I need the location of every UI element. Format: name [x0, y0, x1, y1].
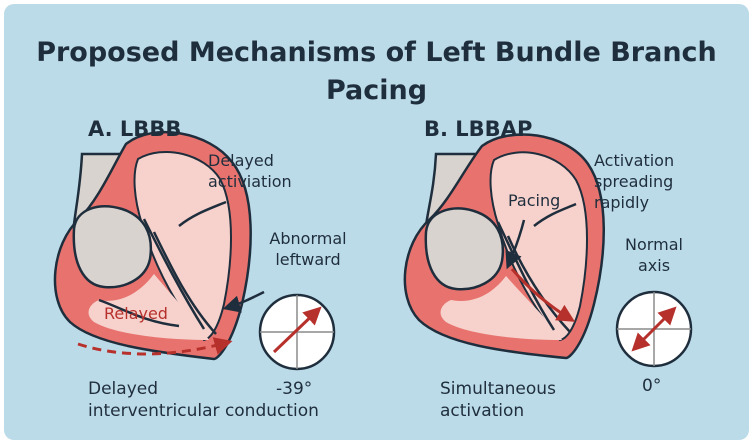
panel-a-relayed-label: Relayed: [104, 304, 168, 323]
heart-a: [53, 130, 265, 361]
panel-b-activation-line1: Activation: [594, 151, 675, 170]
heart-a-pointer-arrow: [222, 290, 265, 313]
panel-b-activation-line2: spreading: [594, 172, 674, 191]
diagram-frame: Proposed Mechanisms of Left Bundle Branc…: [4, 4, 749, 440]
panel-b-pacing-label: Pacing: [508, 191, 561, 210]
panel-a-bottom-line1: Delayed: [88, 379, 159, 399]
diagram-illustration: [53, 130, 693, 371]
panel-b-axis-value: 0°: [642, 376, 662, 396]
heart-a-fiber-3: [98, 298, 180, 328]
diagram-title-line2: Pacing: [325, 75, 428, 106]
panel-a-bottom-caption: Delayed interventricular conduction: [88, 378, 319, 422]
heart-b-fiber-2: [506, 235, 571, 333]
panel-b-bottom-line2: activation: [440, 401, 525, 421]
panel-b-normal-line1: Normal: [625, 235, 683, 254]
panel-a-delayed-activation-line2: activiation: [208, 172, 292, 191]
heart-b: [403, 133, 605, 360]
heart-b-fiber-1: [496, 221, 556, 331]
panel-a-axis-value: -39°: [276, 379, 313, 399]
panel-b-activation-label: Activation spreading rapidly: [594, 150, 674, 213]
panel-b-bottom-caption: Simultaneous activation: [440, 378, 556, 422]
panel-b-normal-label: Normal axis: [614, 234, 694, 276]
axis-a-vector-arrow: [272, 306, 322, 354]
panel-b-title: B. LBBAP: [424, 117, 533, 141]
heart-a-fiber-2: [152, 231, 217, 335]
panel-a-title: A. LBBB: [88, 117, 182, 141]
heart-b-lower-chamber: [440, 276, 562, 340]
diagram-title-line1: Proposed Mechanisms of Left Bundle Branc…: [36, 37, 717, 68]
panel-a-abnormal-label: Abnormal leftward: [262, 228, 354, 270]
axis-circle-a: [258, 293, 336, 371]
panel-a-abnormal-line2: leftward: [275, 250, 341, 269]
heart-b-atrium: [424, 207, 505, 291]
axis-circle-b: [615, 290, 693, 368]
panel-b-normal-line2: axis: [637, 256, 671, 275]
panel-a-bottom-line2: interventricular conduction: [88, 401, 319, 421]
heart-a-fiber-4: [178, 200, 227, 227]
heart-b-fiber-3: [533, 202, 577, 227]
panel-a-delayed-activation-label: Delayed activiation: [208, 150, 292, 192]
panel-b-bottom-line1: Simultaneous: [440, 379, 556, 399]
heart-a-atrium: [72, 205, 153, 289]
heart-a-fiber-1: [142, 218, 206, 330]
panel-a-abnormal-line1: Abnormal: [269, 229, 347, 248]
heart-b-activation-arrow: [510, 268, 576, 322]
heart-b-pacing-arrow: [505, 219, 526, 270]
panel-a-delayed-activation-line1: Delayed: [208, 151, 274, 170]
axis-b-vector-arrow: [631, 306, 677, 352]
heart-a-lower-chamber: [88, 274, 209, 340]
panel-b-activation-line3: rapidly: [594, 193, 650, 212]
heart-a-delayed-conduction-arrow: [77, 337, 233, 356]
